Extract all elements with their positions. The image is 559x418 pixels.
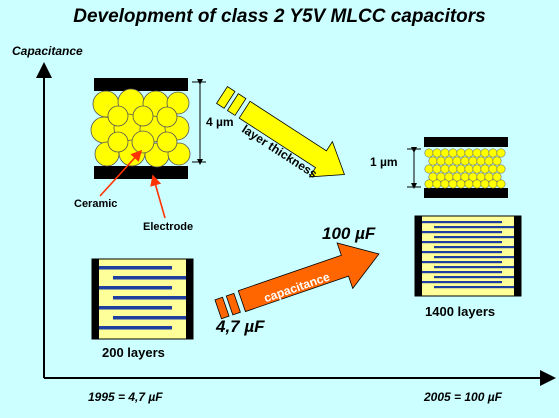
ceramic-grain bbox=[444, 156, 454, 166]
inner-electrode bbox=[434, 236, 514, 239]
inner-electrode bbox=[434, 276, 514, 279]
capacitor-1400-layers bbox=[414, 215, 522, 297]
ceramic-grain bbox=[476, 156, 486, 166]
value-100uf: 100 µF bbox=[322, 224, 376, 243]
capacitance-arrow bbox=[214, 242, 380, 320]
thickness-4um-label: 4 µm bbox=[206, 115, 234, 129]
ceramic-grain bbox=[440, 164, 450, 174]
bottom-electrode-plate-thin bbox=[424, 188, 508, 198]
electrode-leader-line bbox=[150, 174, 166, 219]
electrode-label: Electrode bbox=[143, 221, 194, 233]
ceramic-grain bbox=[456, 148, 466, 158]
inner-electrodes-fine bbox=[422, 221, 514, 289]
ceramic-grain bbox=[436, 156, 446, 166]
inner-electrode bbox=[434, 266, 514, 269]
ceramic-grain bbox=[488, 164, 498, 174]
ceramic-grain bbox=[448, 148, 458, 158]
right-termination-2 bbox=[514, 216, 521, 296]
ceramic-grain bbox=[464, 148, 474, 158]
ceramic-grain bbox=[432, 148, 442, 158]
ceramic-grain bbox=[464, 164, 474, 174]
ceramic-grain bbox=[480, 179, 490, 189]
thick-layer-cross-section bbox=[90, 78, 206, 179]
inner-electrode bbox=[422, 281, 502, 284]
ceramic-grain bbox=[424, 148, 434, 158]
ceramic-grain bbox=[432, 164, 442, 174]
large-ceramic-grains bbox=[90, 88, 191, 168]
ceramic-grain bbox=[432, 179, 442, 189]
ceramic-grain bbox=[456, 179, 466, 189]
top-electrode-plate-thin bbox=[424, 137, 508, 147]
axes bbox=[36, 62, 556, 386]
right-termination bbox=[186, 259, 193, 339]
ceramic-grain bbox=[456, 164, 466, 174]
bottom-electrode-plate bbox=[94, 166, 188, 179]
ceramic-grain bbox=[488, 148, 498, 158]
ceramic-grain bbox=[452, 156, 462, 166]
ceramic-grain bbox=[448, 179, 458, 189]
value-4-7uf: 4,7 µF bbox=[216, 317, 265, 336]
ceramic-label: Ceramic bbox=[74, 198, 118, 210]
inner-electrodes bbox=[99, 266, 186, 330]
left-termination bbox=[92, 259, 99, 339]
inner-electrode bbox=[422, 221, 502, 224]
ceramic-grain bbox=[468, 156, 478, 166]
ceramic-grain bbox=[484, 156, 494, 166]
ceramic-grain bbox=[492, 156, 502, 166]
thin-layer-cross-section bbox=[407, 137, 508, 198]
label-200-layers: 200 layers bbox=[102, 345, 165, 360]
top-electrode-plate bbox=[94, 78, 188, 91]
ceramic-grain bbox=[480, 148, 490, 158]
timeline-start: 1995 = 4,7 µF bbox=[88, 390, 163, 404]
inner-electrode bbox=[434, 246, 514, 249]
ceramic-grain bbox=[496, 164, 506, 174]
inner-electrode bbox=[422, 271, 502, 274]
left-termination-2 bbox=[415, 216, 422, 296]
capacitance-axis-label: Capacitance bbox=[12, 44, 83, 58]
timeline-end: 2005 = 100 µF bbox=[424, 390, 502, 404]
ceramic-grain bbox=[480, 164, 490, 174]
ceramic-grain bbox=[488, 179, 498, 189]
inner-electrode bbox=[434, 256, 514, 259]
inner-electrode bbox=[422, 241, 502, 244]
ceramic-grain bbox=[464, 179, 474, 189]
ceramic-grain bbox=[472, 179, 482, 189]
layer-thickness-arrow bbox=[216, 86, 346, 178]
inner-electrode bbox=[422, 261, 502, 264]
ceramic-grain bbox=[448, 164, 458, 174]
ceramic-grain bbox=[460, 156, 470, 166]
ceramic-grain bbox=[440, 148, 450, 158]
small-ceramic-grains bbox=[424, 148, 506, 189]
inner-electrode bbox=[434, 226, 514, 229]
ceramic-leader-line bbox=[99, 149, 143, 197]
label-1400-layers: 1400 layers bbox=[425, 304, 496, 319]
inner-electrode bbox=[422, 251, 502, 254]
ceramic-grain bbox=[472, 148, 482, 158]
ceramic-grain bbox=[440, 179, 450, 189]
ceramic-grain bbox=[472, 164, 482, 174]
ceramic-grain bbox=[492, 172, 502, 182]
slide-title: Development of class 2 Y5V MLCC capacito… bbox=[73, 6, 486, 27]
thickness-1um-label: 1 µm bbox=[370, 155, 398, 169]
inner-electrode bbox=[434, 286, 514, 289]
ceramic-grain bbox=[424, 179, 434, 189]
inner-electrode bbox=[422, 231, 502, 234]
ceramic-grain bbox=[496, 179, 506, 189]
ceramic-grain bbox=[424, 164, 434, 174]
capacitor-200-layers bbox=[91, 258, 194, 340]
ceramic-grain bbox=[496, 148, 506, 158]
ceramic-grain bbox=[428, 156, 438, 166]
